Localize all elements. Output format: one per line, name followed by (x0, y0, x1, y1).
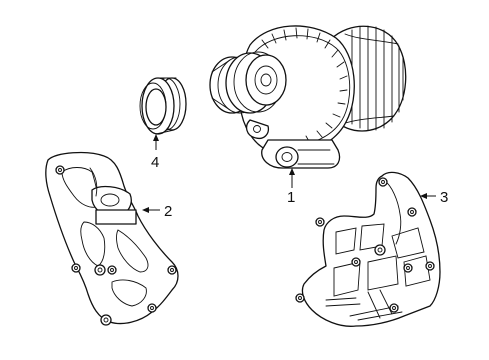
pulley-ring-part: 4 (139, 77, 187, 171)
callout-4: 4 (151, 134, 159, 171)
callout-2: 2 (142, 203, 172, 220)
callout-3: 3 (420, 189, 448, 206)
alternator-part: 1 (209, 25, 407, 206)
left-bracket-part: 2 (45, 151, 179, 326)
callout-1: 1 (287, 168, 295, 206)
alternator-pulley (209, 51, 287, 114)
callout-number-4: 4 (151, 154, 159, 171)
right-bracket-part: 3 (295, 171, 448, 327)
callout-number-1: 1 (287, 189, 295, 206)
callout-number-3: 3 (440, 189, 448, 206)
callout-number-2: 2 (164, 203, 172, 220)
